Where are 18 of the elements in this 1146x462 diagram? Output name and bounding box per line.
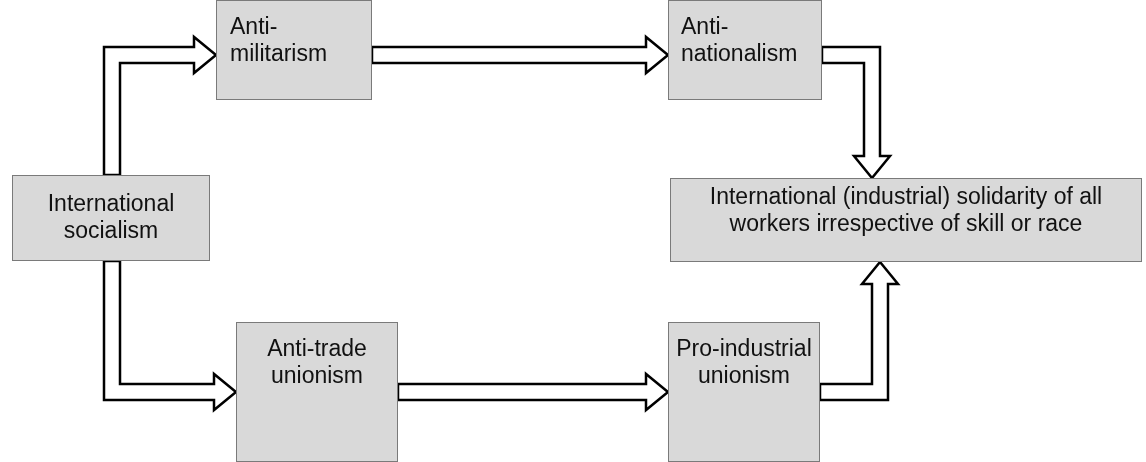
box-text: International socialism — [46, 190, 176, 244]
concept-box — [216, 0, 372, 100]
box-text: Anti-nationalism — [681, 13, 799, 67]
concept-box — [668, 322, 820, 462]
block-arrow — [102, 259, 238, 413]
block-arrow — [370, 34, 670, 76]
block-arrow — [820, 45, 893, 180]
concept-box — [670, 178, 1142, 262]
block-arrow — [102, 34, 218, 177]
concept-box — [668, 0, 822, 100]
concept-box — [12, 175, 210, 261]
concept-box — [236, 322, 398, 462]
box-text: International (industrial) solidarity of all workers irrespective of skill or race — [708, 183, 1104, 237]
box-text: Anti-trade unionism — [266, 335, 368, 389]
box-text: Anti-militarism — [230, 13, 329, 67]
block-arrow — [396, 371, 670, 413]
block-arrow — [818, 260, 901, 402]
box-text: Pro-industrial unionism — [675, 335, 813, 389]
